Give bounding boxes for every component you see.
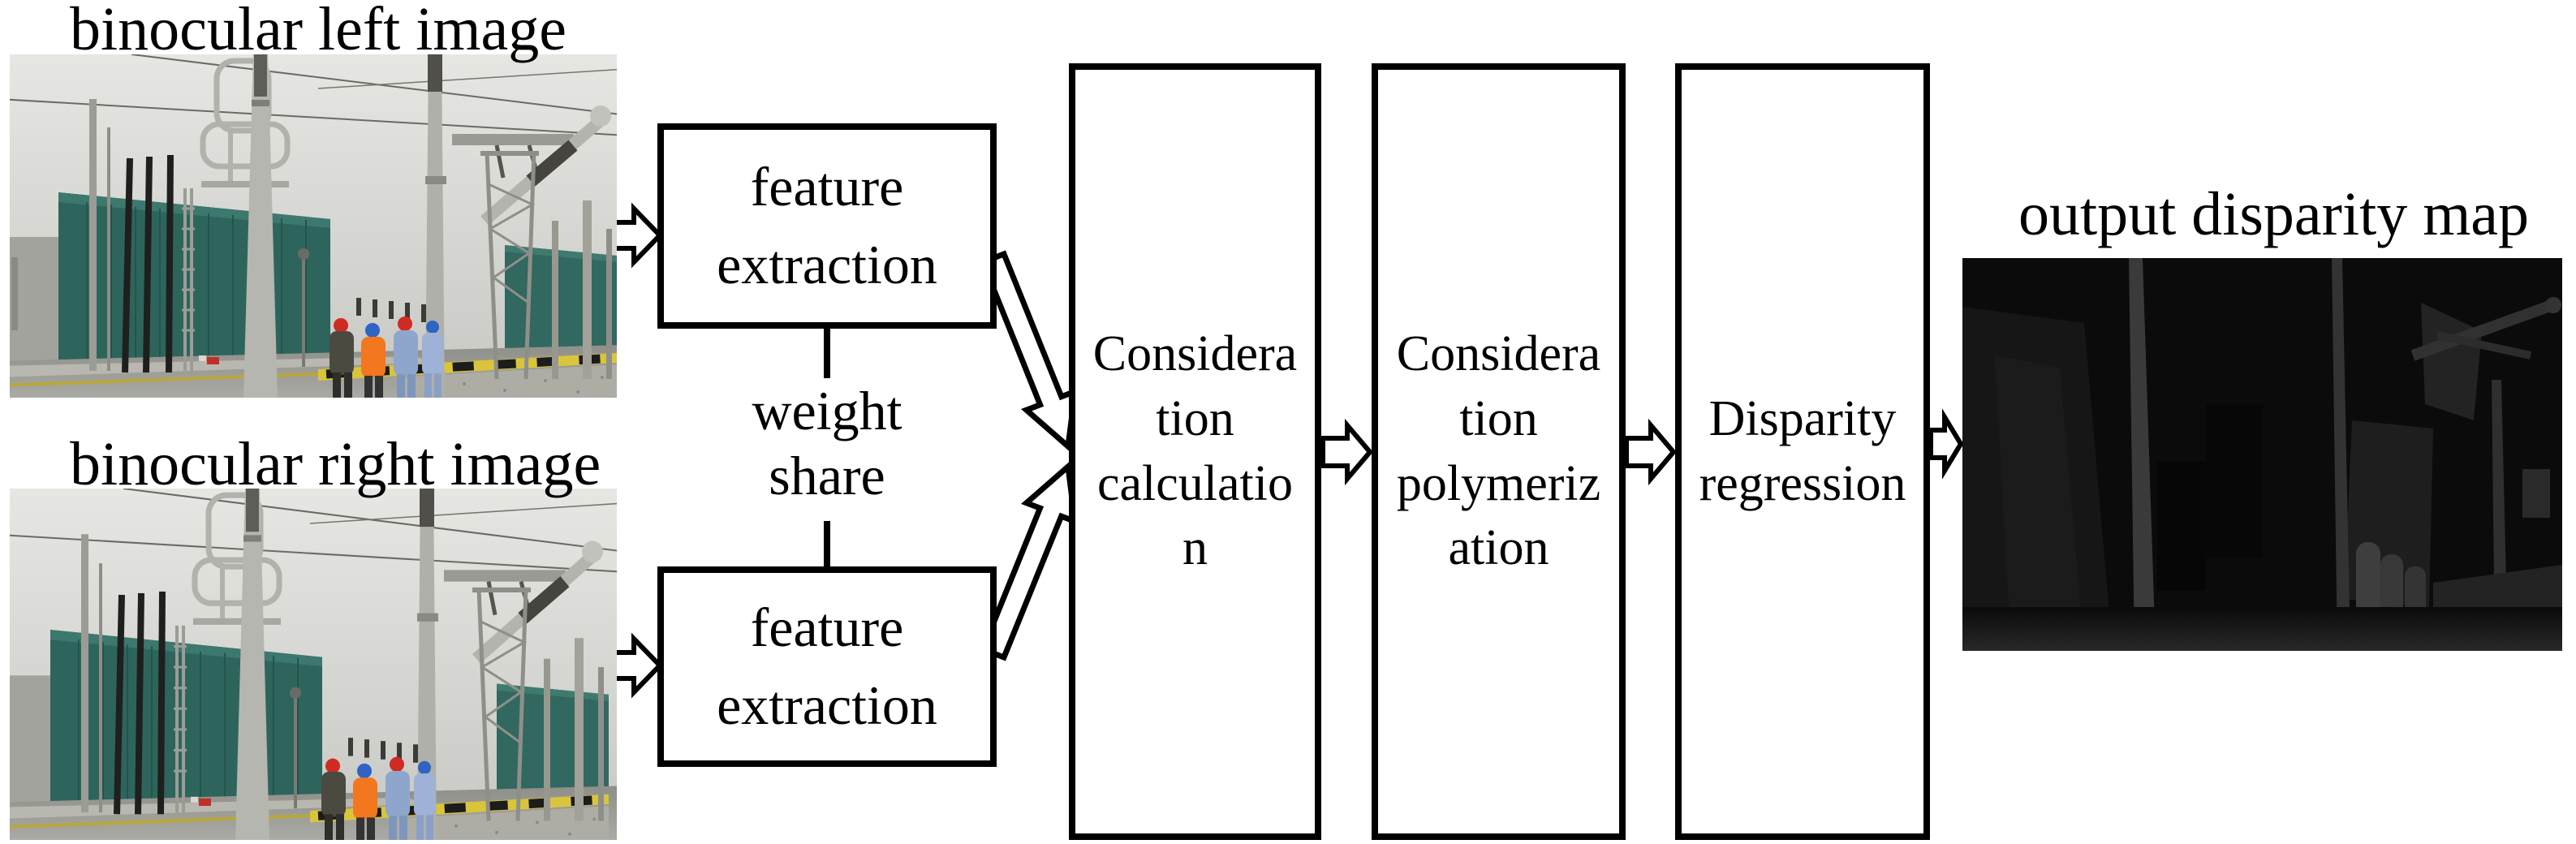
arrow-bottom-feature-to-calculation-icon bbox=[979, 461, 1079, 661]
consideration-polymerization-label: Considera tion polymeriz ation bbox=[1396, 325, 1601, 576]
consideration-polymerization-box: Considera tion polymeriz ation bbox=[1372, 63, 1626, 840]
arrow-calculation-to-polymerization-icon bbox=[1320, 418, 1373, 486]
binocular-left-photo bbox=[10, 54, 617, 398]
left-image-title: binocular left image bbox=[70, 0, 566, 63]
weight-share-label: weight share bbox=[752, 380, 902, 506]
feature-extraction-bottom-box: feature extraction bbox=[657, 566, 997, 767]
arrow-polymerization-to-regression-icon bbox=[1624, 418, 1677, 486]
feature-extraction-top-label: feature extraction bbox=[717, 156, 937, 295]
disparity-map-image bbox=[1962, 258, 2562, 651]
output-map-title: output disparity map bbox=[2018, 180, 2530, 248]
output-disparity-map bbox=[1962, 258, 2562, 651]
feature-extraction-bottom-label: feature extraction bbox=[717, 596, 937, 736]
arrow-top-feature-to-calculation-icon bbox=[979, 250, 1079, 452]
disparity-regression-box: Disparity regression bbox=[1675, 63, 1930, 840]
arrow-regression-to-output-icon bbox=[1928, 408, 1964, 480]
substation-scene-right bbox=[10, 489, 617, 840]
consideration-calculation-box: Considera tion calculatio n bbox=[1069, 63, 1321, 840]
substation-scene-left bbox=[10, 54, 617, 398]
disparity-regression-label: Disparity regression bbox=[1699, 390, 1906, 511]
arrow-right-input-icon bbox=[611, 632, 664, 699]
feature-extraction-top-box: feature extraction bbox=[657, 123, 997, 329]
right-image-title: binocular right image bbox=[70, 430, 601, 498]
arrow-left-input-icon bbox=[611, 202, 664, 269]
consideration-calculation-label: Considera tion calculatio n bbox=[1092, 325, 1298, 576]
binocular-right-photo bbox=[10, 489, 617, 840]
